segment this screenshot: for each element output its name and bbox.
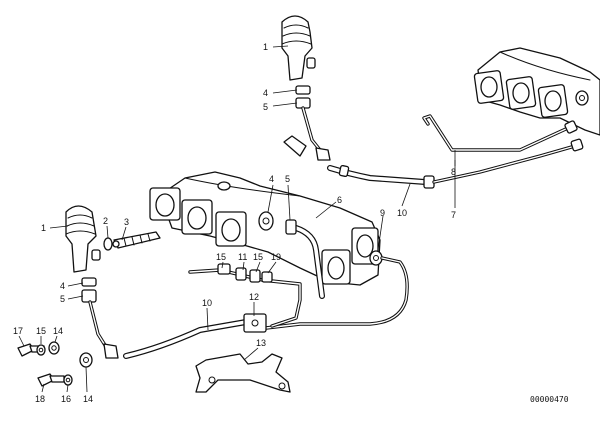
- callout-12: 12: [249, 292, 259, 302]
- callout-4-middle: 4: [269, 174, 274, 184]
- callout-4-lower: 4: [60, 281, 65, 291]
- callout-5-middle: 5: [285, 174, 290, 184]
- callout-11: 11: [238, 252, 247, 262]
- callout-1-lower: 1: [41, 223, 46, 233]
- callout-14-upper: 14: [53, 326, 63, 336]
- callout-14-lower: 14: [83, 394, 93, 404]
- callout-labels: 1 4 5 1 2 3 4 5 4 5 6 7 8 9 10 10 15 11 …: [13, 42, 456, 404]
- callout-15-left: 15: [36, 326, 46, 336]
- bracket: [195, 353, 291, 393]
- callout-8: 8: [451, 167, 456, 177]
- gasket-and-fitting: [103, 231, 161, 251]
- exhaust-manifold-upper: [473, 47, 600, 136]
- callout-1-upper: 1: [263, 42, 268, 52]
- callout-15-middle: 15: [216, 252, 226, 262]
- callout-6: 6: [337, 195, 342, 205]
- hose-middle: [264, 219, 409, 330]
- callout-17: 17: [13, 326, 23, 336]
- document-id: 00000470: [530, 395, 569, 404]
- callout-5-upper: 5: [263, 102, 268, 112]
- callout-4-upper: 4: [263, 88, 268, 98]
- callout-15-right: 15: [253, 252, 263, 262]
- fasteners: [17, 341, 93, 387]
- check-valve-upper: [281, 15, 331, 161]
- callout-13: 13: [256, 338, 266, 348]
- callout-5-lower: 5: [60, 294, 65, 304]
- callout-18: 18: [35, 394, 45, 404]
- hose-upper: [327, 114, 584, 189]
- hose-lower: [123, 263, 302, 359]
- callout-10-lower: 10: [202, 298, 212, 308]
- callout-19: 19: [271, 252, 281, 262]
- check-valve-lower: [65, 205, 119, 359]
- callout-10-upper: 10: [397, 208, 407, 218]
- callout-7: 7: [451, 210, 456, 220]
- callout-2: 2: [103, 216, 108, 226]
- exhaust-manifold-middle: [149, 171, 383, 286]
- callout-16: 16: [61, 394, 71, 404]
- callout-9: 9: [380, 208, 385, 218]
- callout-3: 3: [124, 217, 129, 227]
- leader-lines: [18, 45, 456, 393]
